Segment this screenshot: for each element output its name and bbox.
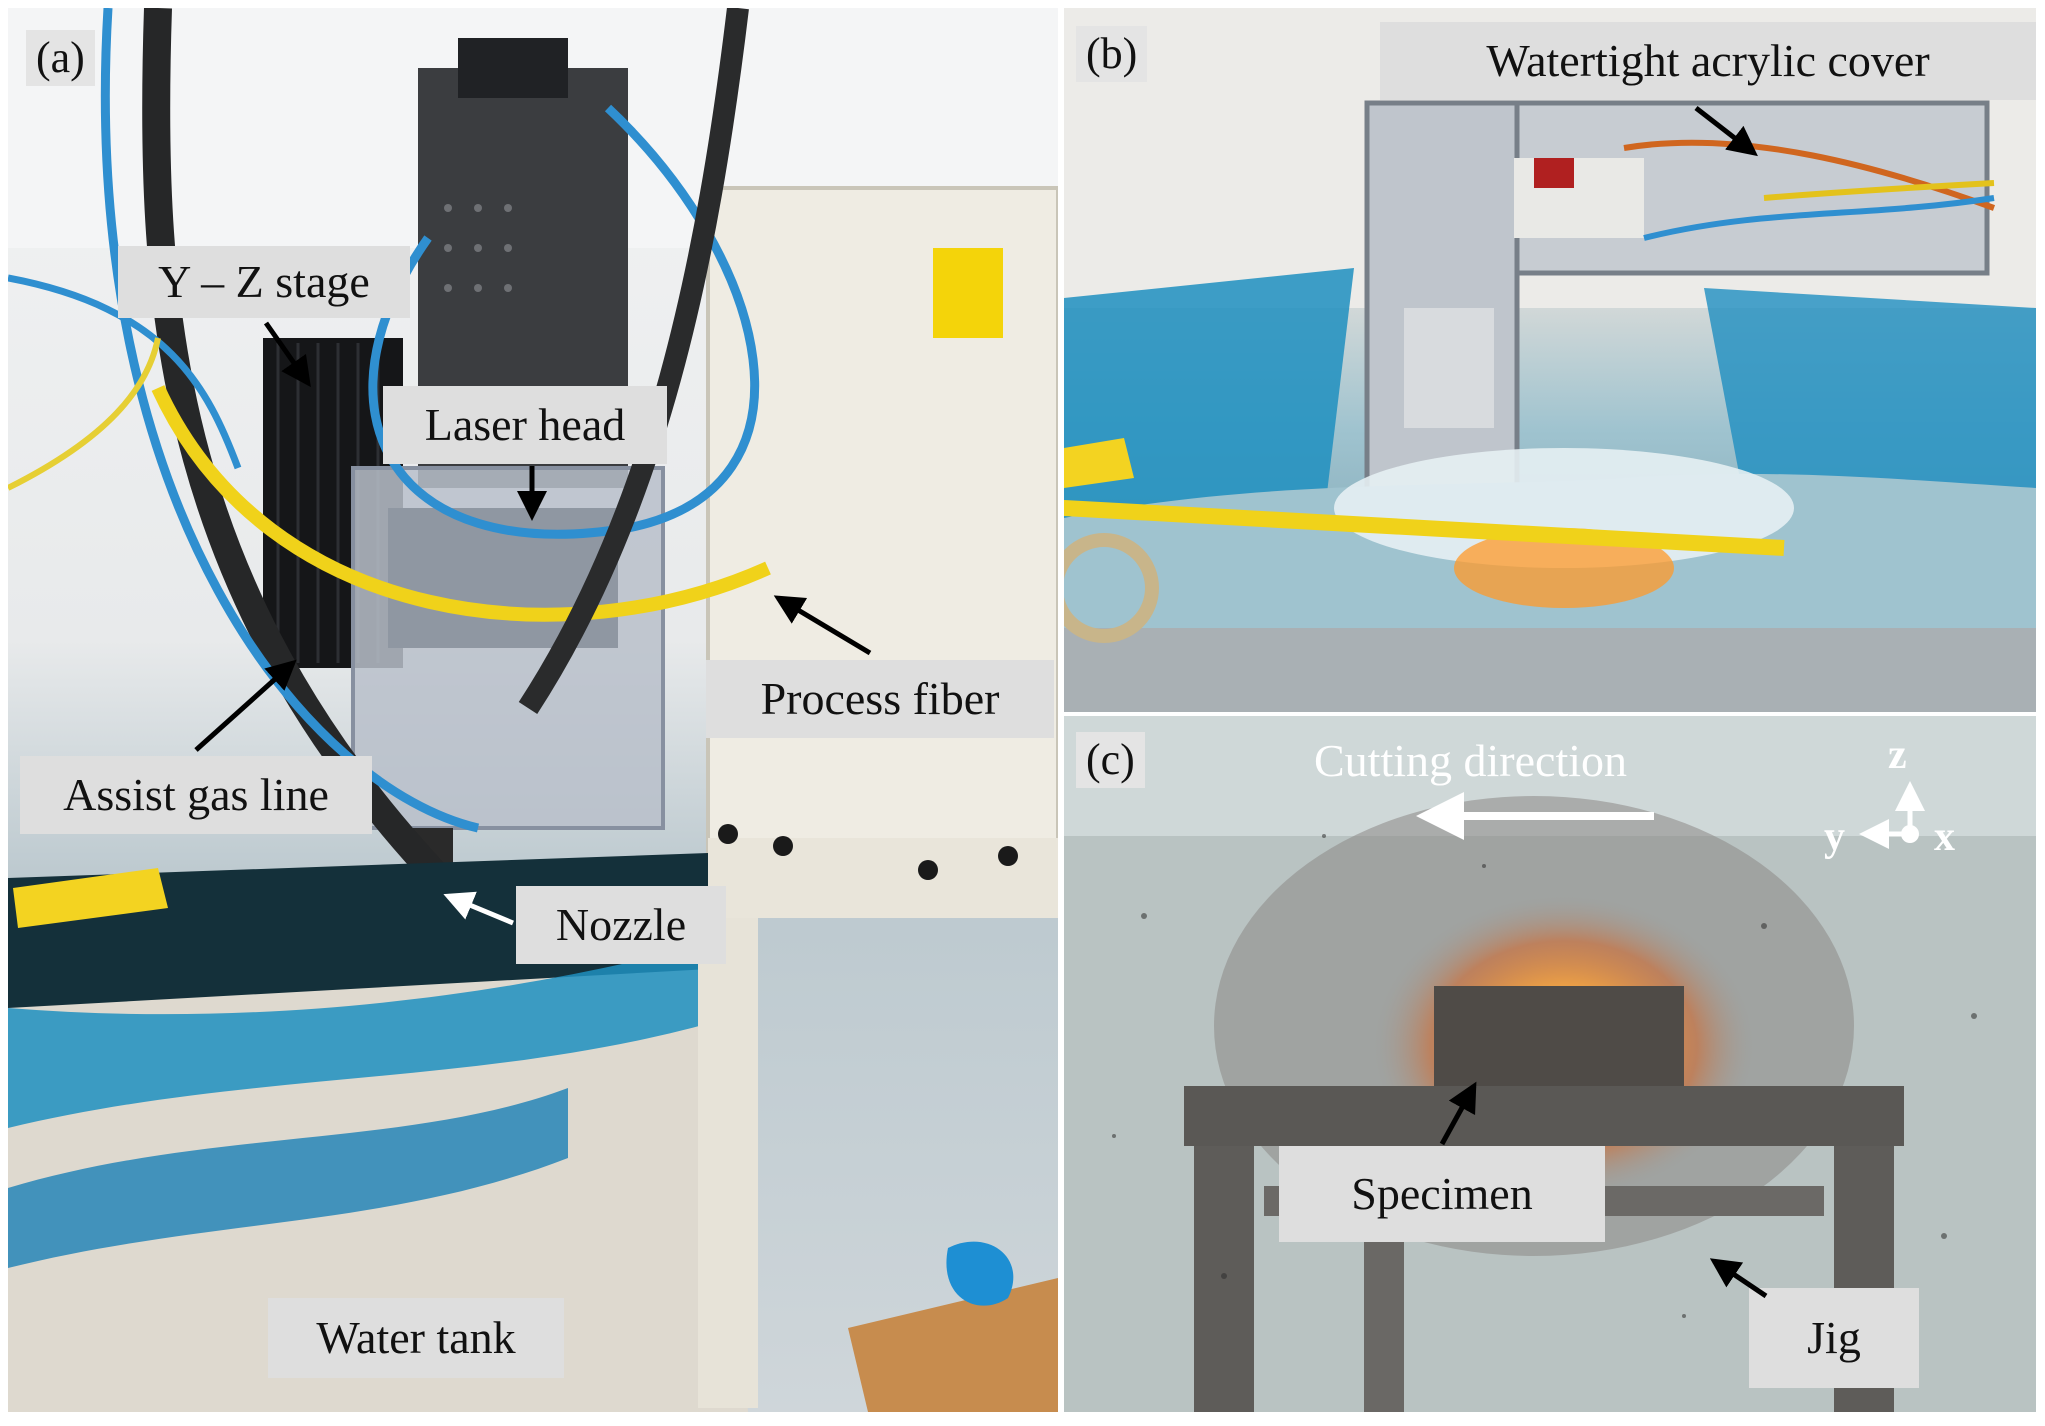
panel-a-scene bbox=[8, 8, 1058, 1412]
panel-a-letter: (a) bbox=[26, 30, 95, 86]
label-process-fiber: Process fiber bbox=[706, 660, 1054, 738]
photo-panel-c: (c) Cutting direction Specimen Jig z y x bbox=[1064, 716, 2036, 1412]
axis-label-x: x bbox=[1934, 814, 1955, 860]
panel-b-letter: (b) bbox=[1076, 26, 1148, 82]
label-specimen: Specimen bbox=[1279, 1146, 1605, 1242]
label-laser-head: Laser head bbox=[383, 386, 667, 464]
photo-panel-a: (a) Y – Z stage Laser head Process fiber… bbox=[8, 8, 1058, 1412]
label-assist-gas-line: Assist gas line bbox=[20, 756, 372, 834]
label-jig: Jig bbox=[1749, 1288, 1919, 1388]
label-water-tank: Water tank bbox=[268, 1298, 564, 1378]
panel-c-letter: (c) bbox=[1076, 732, 1145, 788]
axis-label-z: z bbox=[1888, 732, 1907, 778]
photo-panel-b: (b) Watertight acrylic cover bbox=[1064, 8, 2036, 712]
label-yz-stage: Y – Z stage bbox=[118, 246, 410, 318]
label-nozzle: Nozzle bbox=[516, 886, 726, 964]
panel-b-scene bbox=[1064, 8, 2036, 712]
label-watertight-acrylic-cover: Watertight acrylic cover bbox=[1380, 22, 2036, 100]
label-cutting-direction: Cutting direction bbox=[1314, 735, 1628, 786]
axis-label-y: y bbox=[1824, 814, 1845, 860]
